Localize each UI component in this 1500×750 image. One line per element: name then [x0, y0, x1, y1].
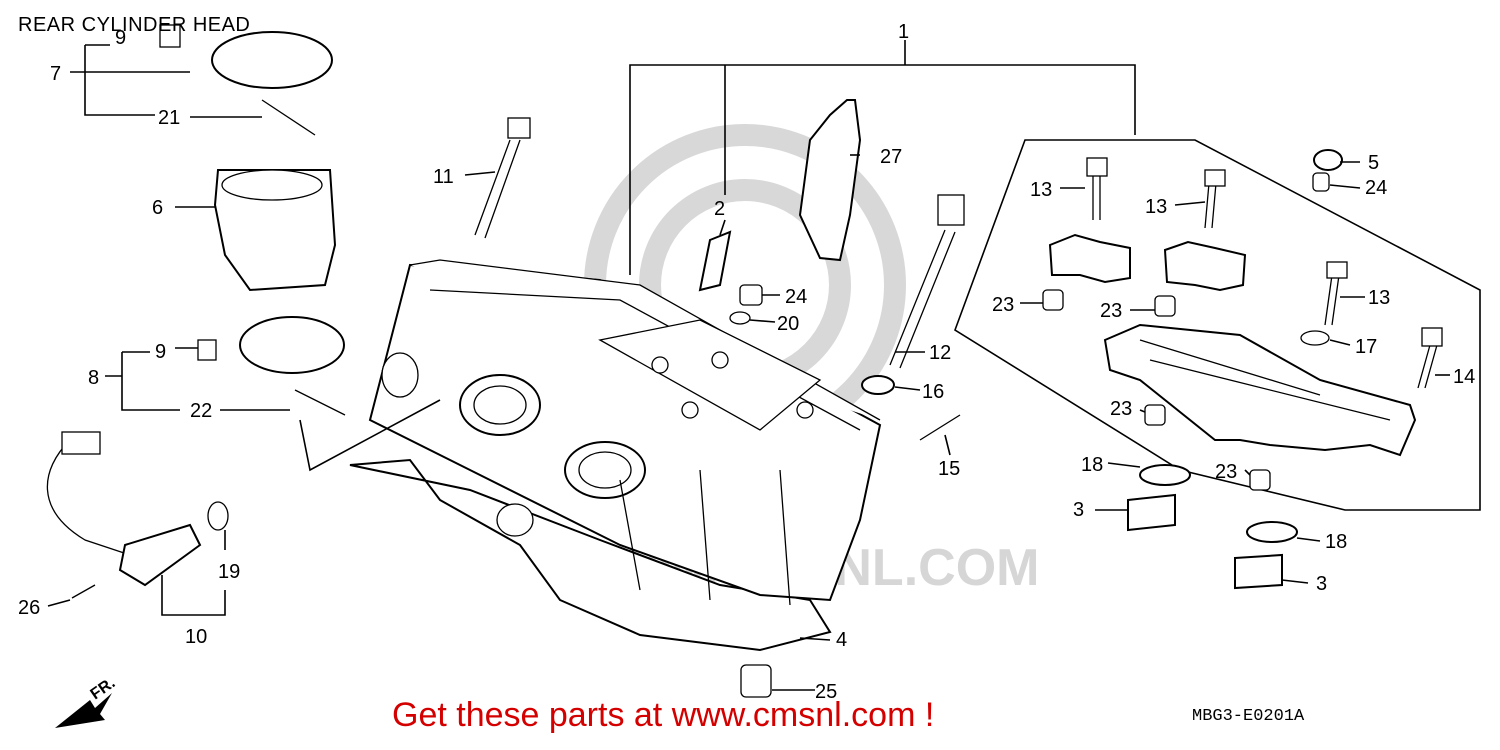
callout-4: 4	[836, 629, 847, 651]
leader-lines	[47, 40, 1450, 691]
callout-21: 21	[158, 107, 180, 129]
callout-22: 22	[190, 400, 212, 422]
callout-3b: 3	[1316, 573, 1327, 595]
callout-26: 26	[18, 597, 40, 619]
callout-10: 10	[185, 626, 207, 648]
callout-13c: 13	[1368, 287, 1390, 309]
spark-plug	[798, 99, 862, 262]
callout-9b: 9	[155, 341, 166, 363]
callout-23b: 23	[1100, 300, 1122, 322]
callout-6: 6	[152, 197, 163, 219]
callout-3a: 3	[1073, 499, 1084, 521]
callout-23d: 23	[1215, 461, 1237, 483]
callout-27: 27	[880, 146, 902, 168]
footer-link-text[interactable]: Get these parts at www.cmsnl.com !	[392, 696, 935, 734]
center-fasteners	[474, 117, 965, 698]
page-title: REAR CYLINDER HEAD	[18, 14, 251, 36]
callout-17: 17	[1355, 336, 1377, 358]
callout-1: 1	[898, 21, 909, 43]
front-arrow: FR.	[55, 675, 118, 728]
left-parts	[46, 24, 346, 599]
camshaft-holder-assembly	[954, 139, 1481, 511]
diagram-code: MBG3-E0201A	[1192, 707, 1305, 726]
seals	[1127, 464, 1298, 590]
callout-7: 7	[50, 63, 61, 85]
callout-14: 14	[1453, 366, 1475, 388]
callout-23c: 23	[1110, 398, 1132, 420]
callout-13a: 13	[1030, 179, 1052, 201]
front-label: FR.	[88, 675, 119, 704]
callout-9a: 9	[115, 27, 126, 49]
callout-12: 12	[929, 342, 951, 364]
callout-18a: 18	[1081, 454, 1103, 476]
callout-16: 16	[922, 381, 944, 403]
callout-11: 11	[433, 166, 454, 188]
callout-25: 25	[815, 681, 837, 703]
callout-2: 2	[714, 198, 725, 220]
callout-18b: 18	[1325, 531, 1347, 553]
callout-19: 19	[218, 561, 240, 583]
callout-20: 20	[777, 313, 799, 335]
callout-13b: 13	[1145, 196, 1167, 218]
callout-15: 15	[938, 458, 960, 480]
callout-5: 5	[1368, 152, 1379, 174]
callout-numbers: 1 2 3 3 4 5 6 7 8 9 9 10 11 12 13 13 13 …	[18, 21, 1475, 703]
callout-24b: 24	[1365, 177, 1387, 199]
callout-23a: 23	[992, 294, 1014, 316]
cylinder-head	[349, 259, 882, 652]
arrow-icon	[55, 693, 112, 728]
callout-8: 8	[88, 367, 99, 389]
callout-24a: 24	[785, 286, 807, 308]
